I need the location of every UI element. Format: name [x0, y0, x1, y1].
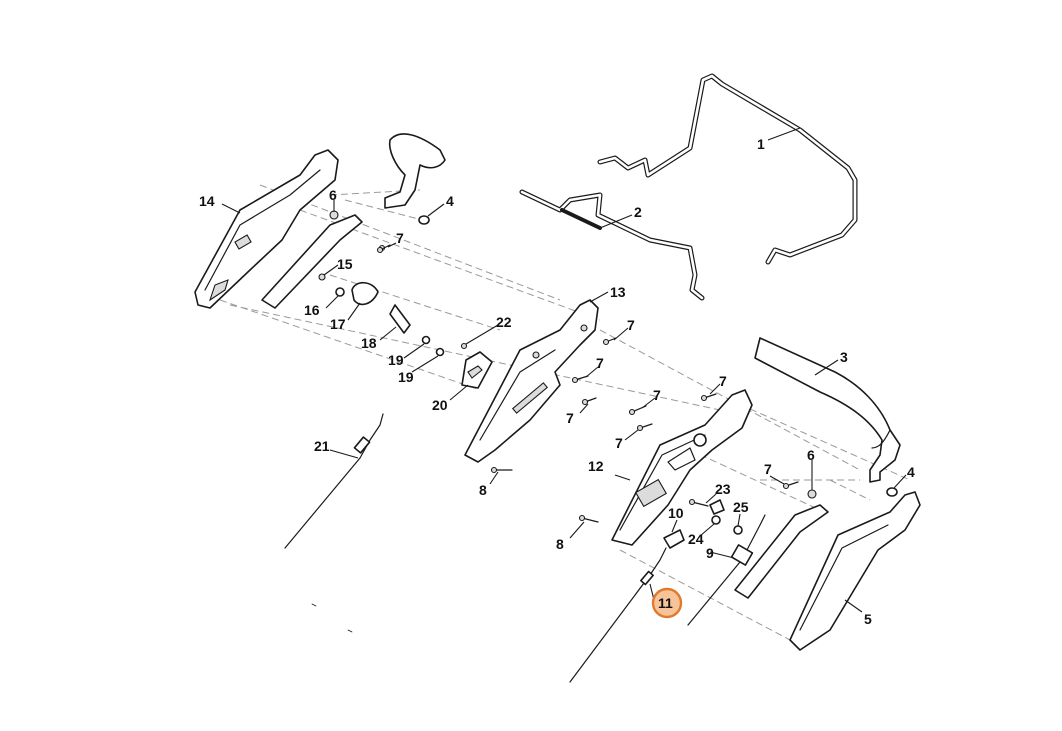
- callout-6-right: 6: [807, 447, 815, 463]
- callout-23: 23: [715, 481, 731, 497]
- callout-2: 2: [634, 204, 642, 220]
- callout-7-g: 7: [719, 373, 727, 389]
- callout-1: 1: [757, 136, 765, 152]
- callout-17: 17: [330, 316, 346, 332]
- callout-4-left: 4: [446, 193, 454, 209]
- callout-4-right: 4: [907, 464, 915, 480]
- small-hardware-left: [318, 244, 468, 357]
- callout-20: 20: [432, 397, 448, 413]
- callout-labels: 1 2 3 4 4 5 6 6 7 7 7 7 7 7 7 7 8 8 9 10…: [199, 136, 915, 627]
- callout-7-e: 7: [653, 387, 661, 403]
- part-4-left-bracket: [384, 133, 446, 225]
- part-21-cable: [284, 413, 384, 549]
- callout-19-b: 19: [398, 369, 414, 385]
- callout-15: 15: [337, 256, 353, 272]
- callout-7-f: 7: [615, 435, 623, 451]
- part-20-block: [461, 351, 493, 389]
- callout-7-b: 7: [627, 317, 635, 333]
- right-hardware: [569, 499, 766, 683]
- callout-14: 14: [199, 193, 215, 209]
- callout-7-c: 7: [596, 355, 604, 371]
- callout-6-left: 6: [329, 187, 337, 203]
- callout-8-a: 8: [479, 482, 487, 498]
- part-5-right-cover: [789, 491, 921, 651]
- right-side-plate: [734, 487, 898, 599]
- callout-7-a: 7: [396, 230, 404, 246]
- callout-3: 3: [840, 349, 848, 365]
- callout-24: 24: [688, 531, 704, 547]
- callout-16: 16: [304, 302, 320, 318]
- leader-lines: [221, 127, 907, 613]
- callout-18: 18: [361, 335, 377, 351]
- part-2-bail-bar: [519, 189, 705, 301]
- part-3-handle-tube: [754, 337, 901, 483]
- part-1-upper-handle: [597, 73, 858, 265]
- callout-22: 22: [496, 314, 512, 330]
- callout-7-h: 7: [764, 461, 772, 477]
- callout-21: 21: [314, 438, 330, 454]
- callout-13: 13: [610, 284, 626, 300]
- callout-25: 25: [733, 499, 749, 515]
- callout-9: 9: [706, 545, 714, 561]
- callout-11: 11: [658, 595, 673, 611]
- part-14-left-housing: [194, 149, 339, 309]
- callout-5: 5: [864, 611, 872, 627]
- callout-7-d: 7: [566, 410, 574, 426]
- callout-10: 10: [668, 505, 684, 521]
- alignment-lines: [219, 184, 911, 641]
- fasteners: [376, 244, 799, 523]
- part-13-left-cover: [464, 299, 599, 463]
- callout-19-a: 19: [388, 352, 404, 368]
- callout-8-b: 8: [556, 536, 564, 552]
- callout-12: 12: [588, 458, 604, 474]
- part-12-right-housing: [611, 389, 753, 546]
- stray-marks: [311, 603, 353, 633]
- highlight-ring-11: [651, 587, 683, 619]
